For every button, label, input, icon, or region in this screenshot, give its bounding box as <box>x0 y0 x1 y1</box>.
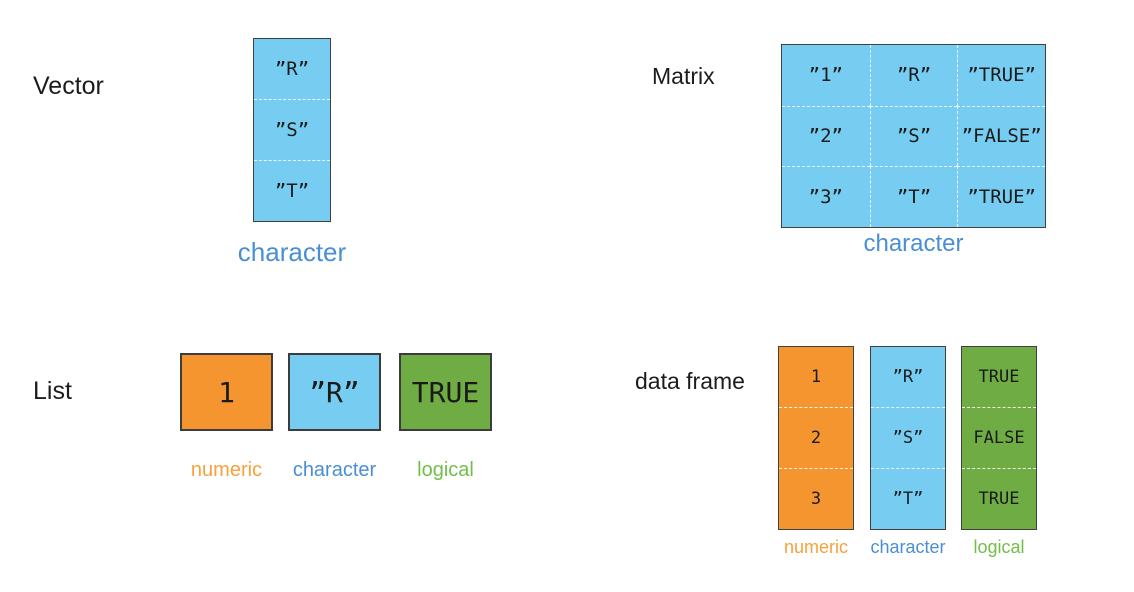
dataframe-cell: ”R” <box>892 367 924 387</box>
list-title: List <box>33 377 72 405</box>
dataframe-cell: ”T” <box>871 468 945 529</box>
vector-title: Vector <box>33 72 104 100</box>
dataframe-cell: 1 <box>810 367 822 387</box>
vector-type-label: character <box>237 237 347 267</box>
dataframe-cell: TRUE <box>962 468 1036 529</box>
matrix-cell: ”TRUE” <box>957 45 1045 106</box>
matrix-cell: ”T” <box>869 166 958 227</box>
matrix-cell: ”1” <box>808 64 843 87</box>
vector-cell: ”T” <box>254 160 330 221</box>
list-type-label-numeric: numeric <box>190 459 263 481</box>
dataframe-cell: TRUE <box>978 367 1020 387</box>
matrix-cell: ”FALSE” <box>957 105 1045 167</box>
dataframe-column-character: ”R” ”S” ”T” <box>870 346 946 530</box>
dataframe-cell: FALSE <box>962 407 1036 468</box>
vector-cell: ”S” <box>254 99 330 160</box>
list-item-numeric: 1 <box>180 353 273 431</box>
matrix-cell: ”S” <box>869 105 958 167</box>
matrix-cell: ”3” <box>782 166 870 227</box>
matrix-cell: ”TRUE” <box>957 166 1045 227</box>
list-type-label-logical: logical <box>417 459 474 481</box>
matrix-type-label: character <box>863 230 964 257</box>
dataframe-column-logical: TRUE FALSE TRUE <box>961 346 1037 530</box>
matrix-title: Matrix <box>652 63 715 89</box>
list-type-label-character: character <box>292 459 377 481</box>
dataframe-type-label-character: character <box>870 537 946 557</box>
matrix-cell: ”2” <box>782 105 870 167</box>
list-item-value: TRUE <box>411 375 480 409</box>
dataframe-cell: 3 <box>779 468 853 529</box>
list-item-logical: TRUE <box>399 353 492 431</box>
dataframe-title: data frame <box>635 368 745 394</box>
dataframe-cell: ”S” <box>871 407 945 468</box>
dataframe-type-label-logical: logical <box>973 537 1025 557</box>
vector-cell: ”R” <box>274 58 310 80</box>
dataframe-cell: 2 <box>779 407 853 468</box>
matrix-cell: ”R” <box>869 45 958 106</box>
vector-column: ”R” ”S” ”T” <box>253 38 331 222</box>
matrix-grid: ”1” ”R” ”TRUE” ”2” ”S” ”FALSE” ”3” ”T” ”… <box>781 44 1046 228</box>
list-item-character: ”R” <box>288 353 381 431</box>
dataframe-type-label-numeric: numeric <box>783 537 849 557</box>
dataframe-column-numeric: 1 2 3 <box>778 346 854 530</box>
list-item-value: ”R” <box>309 375 360 409</box>
list-item-value: 1 <box>218 375 235 409</box>
